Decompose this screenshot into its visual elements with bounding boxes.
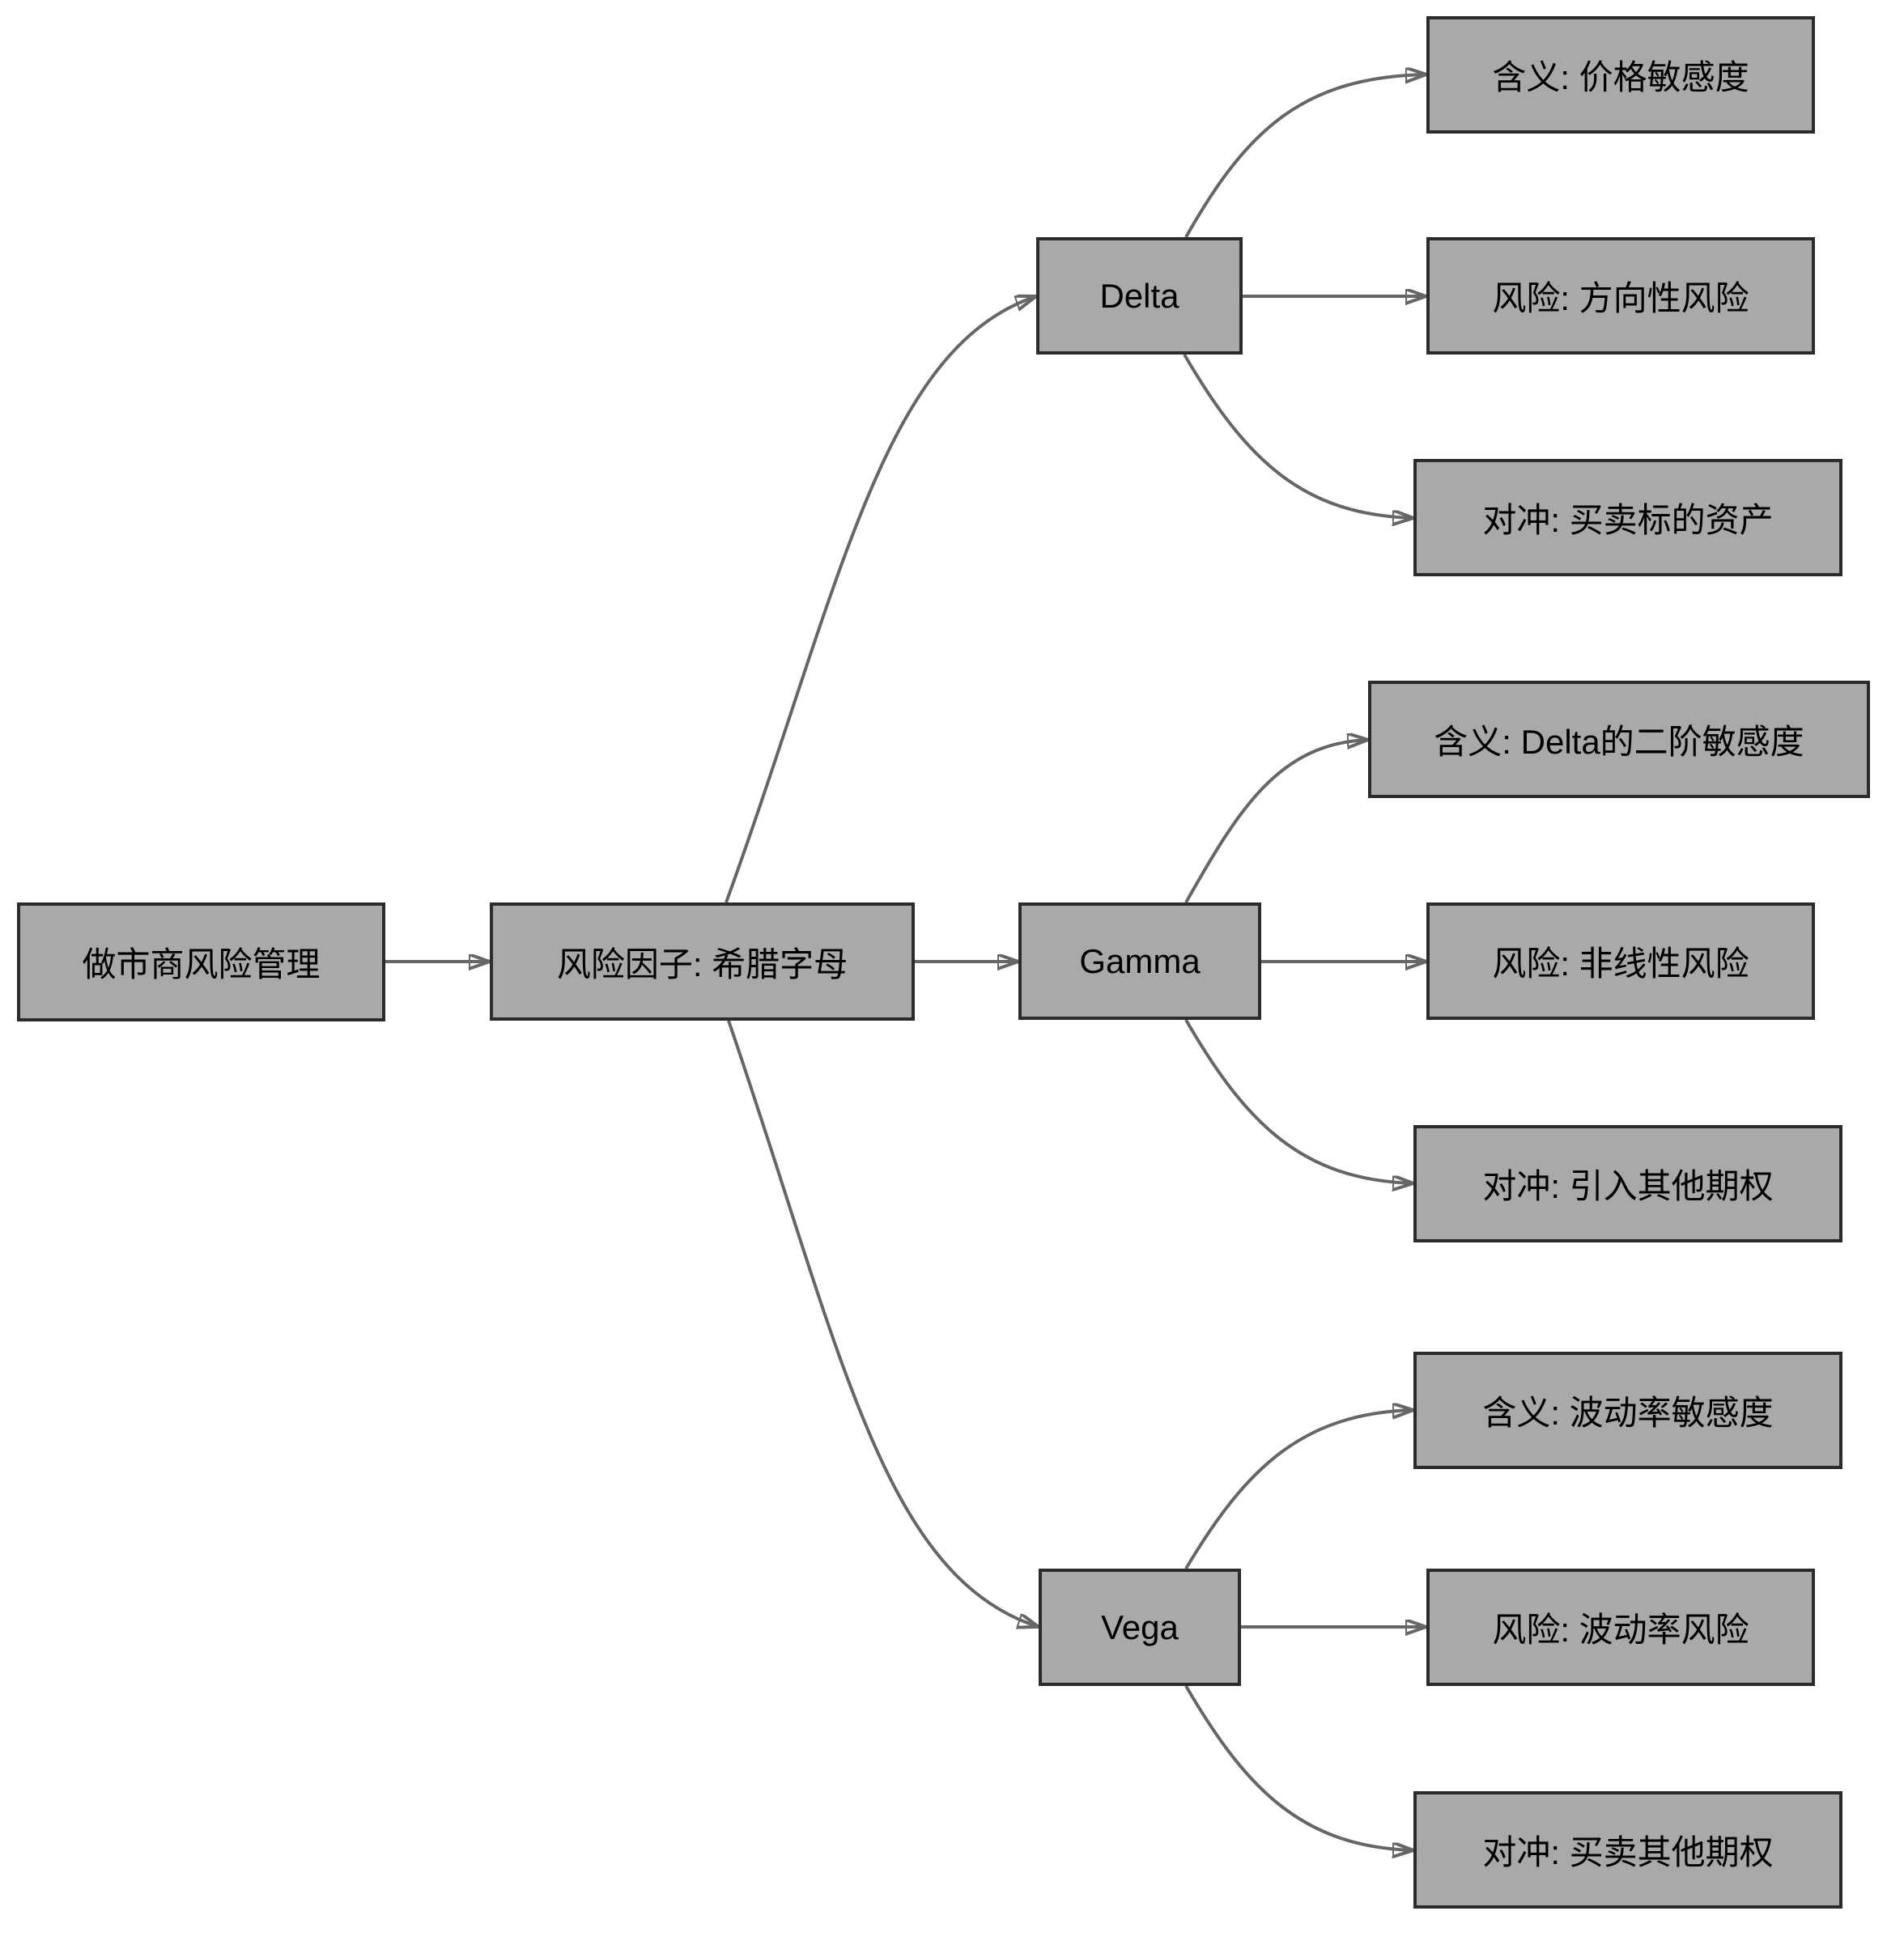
node-gamma-risk: 风险: 非线性风险: [1426, 902, 1815, 1020]
edge-gamma-hedge: [1184, 1019, 1413, 1183]
node-delta-risk: 风险: 方向性风险: [1426, 237, 1815, 355]
edge-vega-meaning: [1184, 1410, 1413, 1570]
edge-gamma-meaning: [1184, 740, 1368, 903]
node-gamma: Gamma: [1018, 902, 1261, 1020]
node-vega-risk: 风险: 波动率风险: [1426, 1569, 1815, 1686]
node-vega: Vega: [1039, 1569, 1241, 1686]
node-market-maker-risk-management: 做市商风险管理: [17, 902, 385, 1021]
node-risk-factor-greeks: 风险因子: 希腊字母: [490, 902, 915, 1021]
node-delta: Delta: [1036, 237, 1243, 355]
edge-delta-meaning: [1184, 74, 1426, 238]
edge-factor-vega: [727, 1020, 1039, 1627]
node-delta-hedge: 对冲: 买卖标的资产: [1413, 459, 1842, 576]
node-gamma-meaning: 含义: Delta的二阶敏感度: [1368, 681, 1870, 798]
node-delta-meaning: 含义: 价格敏感度: [1426, 16, 1815, 134]
edge-delta-hedge: [1183, 353, 1413, 518]
edge-factor-delta: [725, 296, 1036, 903]
node-gamma-hedge: 对冲: 引入其他期权: [1413, 1125, 1842, 1242]
node-vega-meaning: 含义: 波动率敏感度: [1413, 1352, 1842, 1469]
edge-vega-hedge: [1184, 1684, 1413, 1850]
node-vega-hedge: 对冲: 买卖其他期权: [1413, 1791, 1842, 1909]
